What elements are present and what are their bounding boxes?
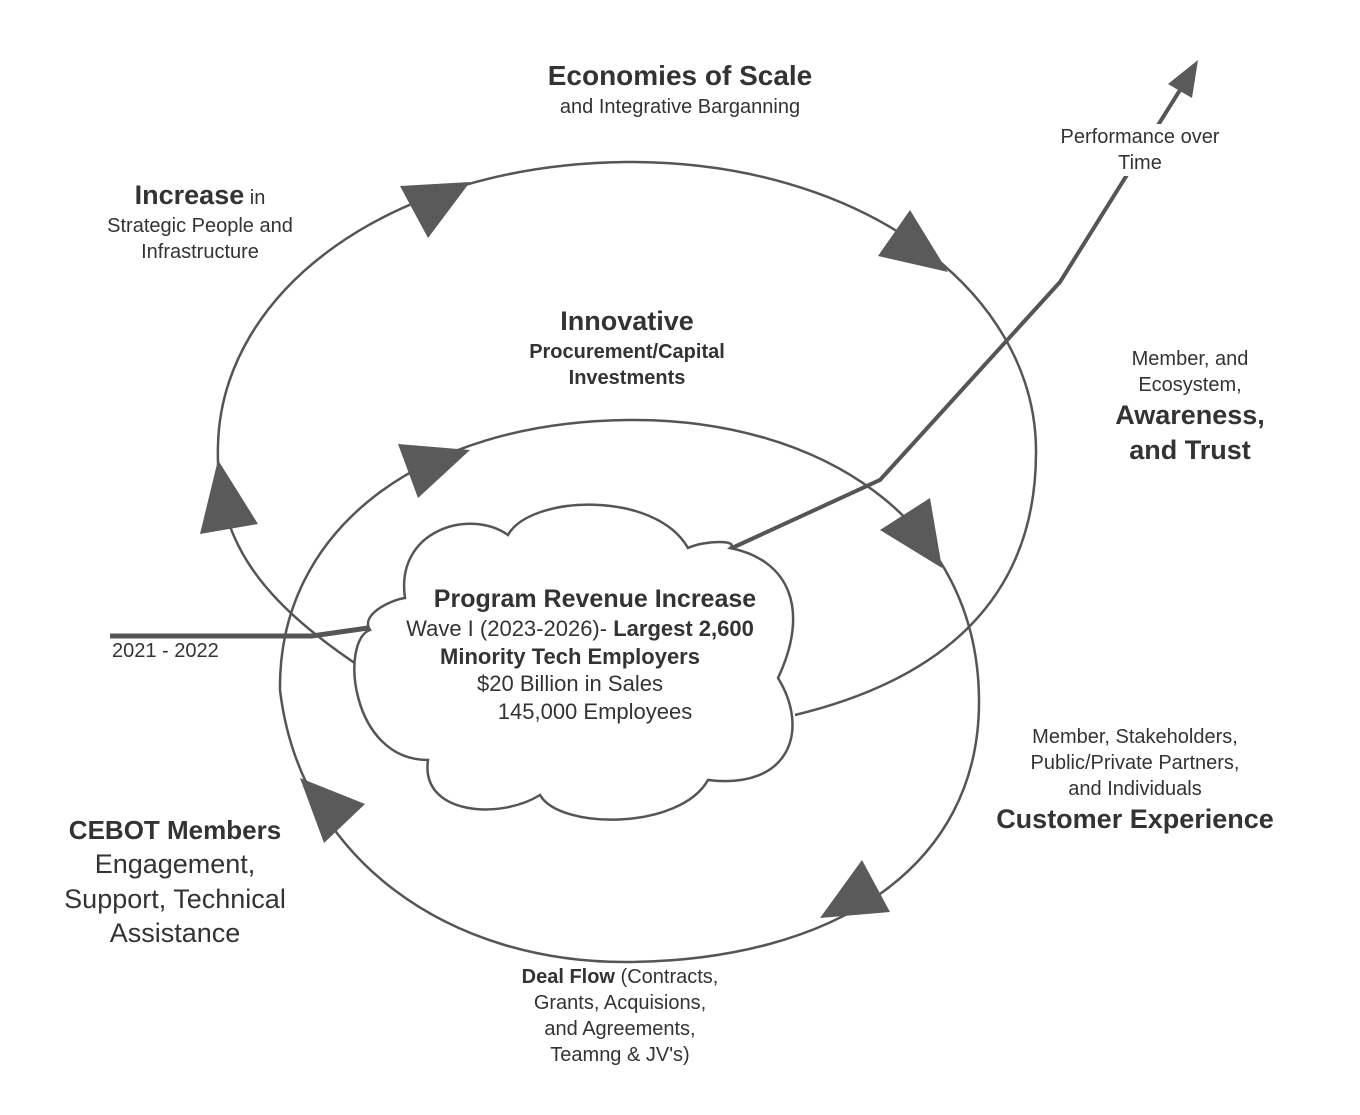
performance-over-time-label: Performance over Time — [1030, 124, 1250, 176]
cloud-line4: $20 Billion in Sales — [477, 671, 663, 697]
performance-line1: Performance over — [1060, 126, 1220, 148]
dealflow-line4: Teamng & JV's) — [550, 1044, 690, 1066]
performance-line2: Time — [1118, 152, 1162, 174]
deal-flow-label: Deal Flow (Contracts, Grants, Acquisions… — [490, 964, 750, 1068]
arrowhead-upper-left — [200, 460, 258, 534]
program-revenue-cloud — [353, 503, 795, 821]
increase-rest: in — [244, 187, 266, 209]
increase-line3: Infrastructure — [141, 241, 259, 264]
performance-trend-line-upper — [731, 88, 1182, 550]
awareness-line2: Ecosystem, — [1138, 374, 1242, 396]
customer-experience-label: Member, Stakeholders, Public/Private Par… — [980, 724, 1290, 837]
dealflow-line2: Grants, Acquisions, — [533, 992, 707, 1014]
awareness-line1: Member, and — [1131, 348, 1249, 370]
cloud-wave-regular: Wave I (2023-2026)- — [406, 616, 614, 642]
economies-title: Economies of Scale — [547, 60, 813, 91]
awareness-trust-label: Member, and Ecosystem, Awareness, and Tr… — [1090, 346, 1290, 468]
cloud-line3: Minority Tech Employers — [440, 643, 700, 669]
awareness-line3: Awareness, — [1115, 400, 1265, 430]
cloud-text: Program Revenue Increase Wave I (2023-20… — [370, 584, 790, 725]
years-label: 2021 - 2022 — [112, 640, 219, 662]
cebot-title: CEBOT Members — [68, 815, 282, 845]
arrowhead-upper-top-left — [400, 182, 470, 238]
cebot-line2: Engagement, — [94, 849, 256, 880]
arrowhead-lower-bottom-left — [300, 778, 365, 843]
innovative-label: Innovative Procurement/Capital Investmen… — [497, 304, 757, 391]
dealflow-line3: and Agreements, — [544, 1018, 696, 1040]
increase-bold: Increase — [134, 180, 245, 210]
dealflow-rest: (Contracts, — [615, 966, 719, 988]
innovative-title: Innovative — [560, 306, 694, 336]
awareness-line4: and Trust — [1129, 435, 1251, 466]
economies-subtitle: and Integrative Barganning — [559, 96, 801, 119]
cebot-line3: Support, Technical — [64, 883, 286, 914]
arrowhead-lower-bottom-right — [820, 860, 890, 918]
cebot-members-label: CEBOT Members Engagement, Support, Techn… — [40, 814, 310, 951]
arrowhead-lower-top-left — [398, 444, 470, 498]
innovative-line3: Investments — [568, 367, 686, 390]
customer-line3: and Individuals — [1068, 778, 1202, 800]
cloud-line5: 145,000 Employees — [497, 698, 693, 724]
performance-trend-line — [110, 625, 369, 639]
cloud-wave-bold: Largest 2,600 — [613, 616, 754, 642]
increase-label: Increase in Strategic People and Infrast… — [80, 178, 320, 265]
cebot-line4: Assistance — [109, 918, 241, 949]
customer-line1: Member, Stakeholders, — [1032, 726, 1238, 748]
innovative-line2: Procurement/Capital — [529, 341, 725, 364]
arrowhead-upper-top-right — [878, 210, 948, 272]
cloud-title: Program Revenue Increase — [433, 585, 757, 613]
performance-arrowhead — [1168, 60, 1198, 98]
dealflow-bold: Deal Flow — [521, 966, 615, 988]
customer-title: Customer Experience — [996, 804, 1274, 834]
increase-line2: Strategic People and — [107, 215, 293, 238]
arrowhead-lower-right — [880, 498, 942, 568]
customer-line2: Public/Private Partners, — [1030, 752, 1240, 774]
economies-of-scale-label: Economies of Scale and Integrative Barga… — [520, 58, 840, 120]
